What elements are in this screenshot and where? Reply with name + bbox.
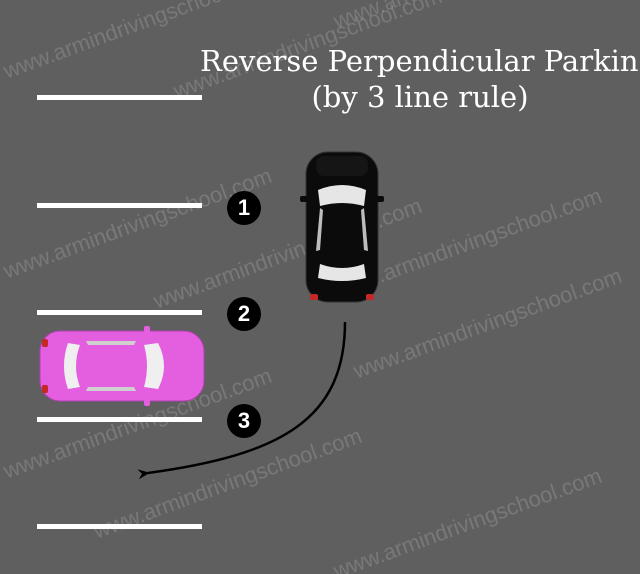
curved-arrow-icon	[137, 321, 347, 480]
marker-3: 3	[227, 404, 261, 438]
parking-line-2	[37, 203, 202, 208]
pink-car-icon	[39, 326, 205, 406]
parking-line-4	[37, 417, 202, 422]
marker-2: 2	[227, 297, 261, 331]
parking-line-3	[37, 310, 202, 315]
diagram-title: Reverse Perpendicular Parking	[200, 44, 640, 78]
parking-line-5	[37, 524, 202, 529]
marker-1: 1	[227, 191, 261, 225]
parking-line-1	[37, 95, 202, 100]
black-car-icon	[300, 151, 384, 303]
diagram-subtitle: (by 3 line rule)	[311, 80, 529, 114]
